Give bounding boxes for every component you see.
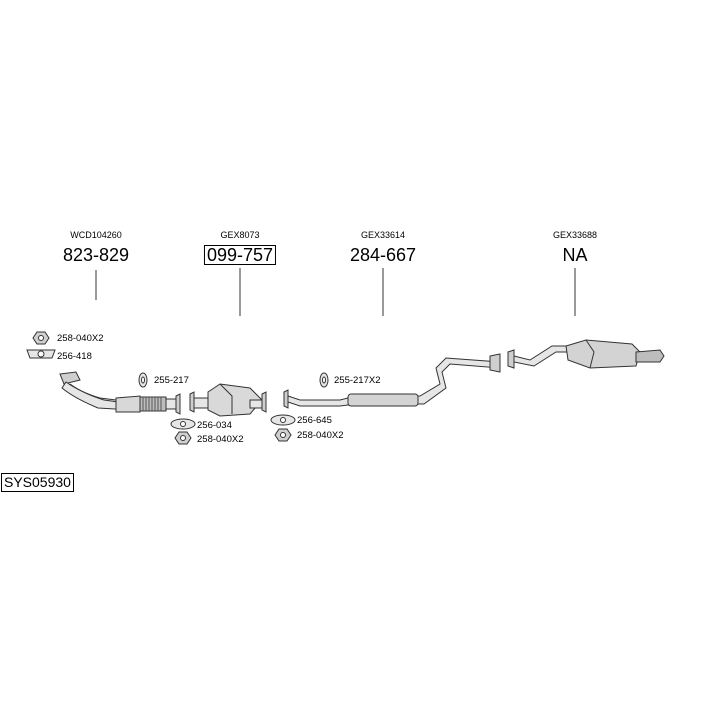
nut-icon (174, 431, 192, 445)
section-ref-rear-silencer: GEX33688 (552, 230, 598, 240)
nut-icon (32, 331, 50, 345)
fitting-label-gasket-front: 256-418 (57, 351, 92, 362)
fitting-label-hanger-1: 255-217 (154, 375, 189, 386)
nut-icon (274, 428, 292, 442)
gasket-icon (170, 418, 196, 430)
fitting-label-nut-cat: 258-040X2 (197, 434, 244, 445)
system-code: SYS05930 (1, 473, 74, 492)
center-pipe-part (283, 353, 501, 409)
fitting-label-nut-center: 258-040X2 (297, 430, 344, 441)
section-ref-center-pipe: GEX33614 (360, 230, 406, 240)
section-ref-front-pipe: WCD104260 (70, 230, 122, 240)
part-number-front-pipe[interactable]: 823-829 (62, 245, 130, 265)
part-number-catalyst[interactable]: 099-757 (203, 245, 277, 265)
catalyst-part (189, 383, 267, 417)
part-number-rear-silencer[interactable]: NA (562, 245, 588, 265)
rubber-hanger-icon (138, 372, 148, 388)
fitting-label-hanger-2: 255-217X2 (334, 375, 381, 386)
gasket-icon (270, 414, 296, 426)
fitting-label-gasket-center: 256-645 (297, 415, 332, 426)
fitting-label-gasket-cat: 256-034 (197, 420, 232, 431)
part-number-center-pipe[interactable]: 284-667 (349, 245, 417, 265)
section-ref-catalyst: GEX8073 (220, 230, 260, 240)
rubber-hanger-icon (319, 372, 329, 388)
front-pipe-part (59, 371, 181, 415)
fitting-label-nut-front: 258-040X2 (57, 333, 104, 344)
rear-silencer-part (507, 339, 665, 369)
gasket-icon (26, 349, 56, 359)
